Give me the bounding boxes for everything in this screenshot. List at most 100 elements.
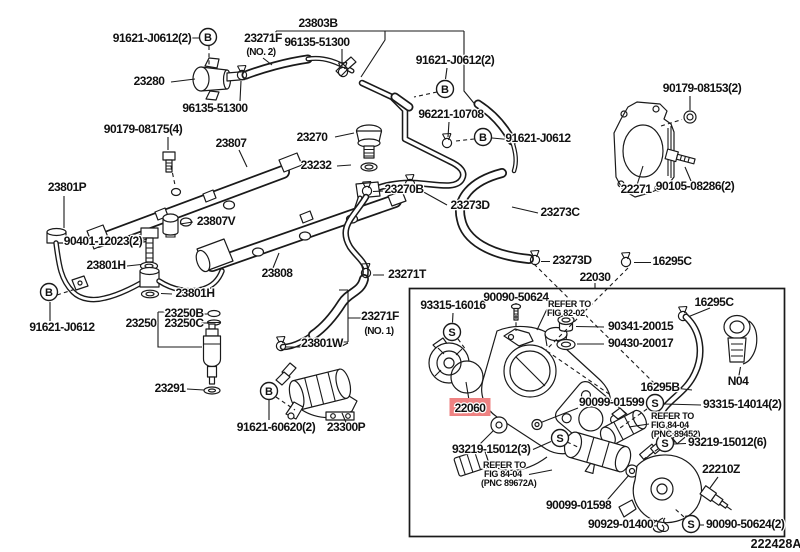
part-label-91621-60620-2-[interactable]: 91621-60620(2): [236, 419, 318, 435]
part-label-23801W[interactable]: 23801W: [300, 335, 346, 351]
part-label--NO-2-: (NO. 2): [246, 47, 275, 58]
part-label-90401-12023-2-[interactable]: 90401-12023(2): [63, 233, 145, 249]
throttle-position-sensor-art: [428, 337, 484, 394]
part-label-90090-50624[interactable]: 90090-50624: [482, 289, 551, 305]
part-label-90179-08153-2-[interactable]: 90179-08153(2): [662, 80, 744, 96]
dashed-lines: [56, 46, 685, 518]
grommet-washer-art: [531, 314, 639, 478]
hose-16295b-art: [656, 313, 704, 435]
callout-letter: B: [265, 386, 273, 398]
part-label-23232[interactable]: 23232: [299, 157, 334, 173]
part-label-96221-10708[interactable]: 96221-10708: [417, 106, 486, 122]
part-label-90105-08286-2-[interactable]: 90105-08286(2): [655, 178, 737, 194]
part-label-16295C[interactable]: 16295C: [651, 253, 694, 269]
part-label-23250C[interactable]: 23250C: [163, 315, 206, 331]
distributor-assembly-art: [618, 427, 703, 533]
part-label-90929-01400[interactable]: 90929-01400: [587, 516, 656, 532]
part-label-23807[interactable]: 23807: [214, 135, 249, 151]
callout-letter: S: [448, 327, 455, 339]
part-label-22030[interactable]: 22030: [578, 269, 613, 285]
sensor-22210z-art: [699, 485, 732, 511]
highlight-box-22060: [449, 398, 491, 416]
callout-B-4: B: [259, 381, 279, 401]
part-label-90430-20017[interactable]: 90430-20017: [607, 335, 676, 351]
callout-B-1: B: [435, 79, 455, 99]
part-label-23807V[interactable]: 23807V: [196, 213, 238, 229]
part-label--PNC-89452-: (PNC 89452): [651, 429, 701, 439]
part-label-90341-20015[interactable]: 90341-20015: [607, 318, 676, 334]
part-label-23803B[interactable]: 23803B: [297, 15, 340, 31]
callout-letter: S: [651, 398, 658, 410]
part-label--NO-1-: (NO. 1): [364, 326, 393, 337]
callout-letter: B: [479, 132, 487, 144]
part-label-23271F[interactable]: 23271F: [360, 308, 401, 324]
throttle-gasket-22271-art: [613, 101, 697, 198]
part-label-91621-J0612-2-[interactable]: 91621-J0612(2): [112, 30, 194, 46]
fuel-damper-art: [162, 213, 179, 238]
part-label-90099-01598[interactable]: 90099-01598: [545, 497, 614, 513]
callout-letter: B: [204, 32, 212, 44]
part-label-16295B[interactable]: 16295B: [639, 379, 682, 395]
part-label-23271F[interactable]: 23271F: [243, 30, 284, 46]
part-label-23250[interactable]: 23250: [124, 315, 159, 331]
part-label-23273D[interactable]: 23273D: [551, 252, 594, 268]
callout-letter: B: [45, 287, 53, 299]
part-label-22271[interactable]: 22271: [619, 181, 654, 197]
part-label-93315-16016[interactable]: 93315-16016: [419, 297, 488, 313]
part-label-REFER-TO: REFER TO: [548, 299, 591, 309]
callout-B-0: B: [198, 27, 218, 47]
part-label-90090-50624-2-[interactable]: 90090-50624(2): [705, 516, 787, 532]
hose-23273c-art: [455, 168, 534, 264]
part-label--PNC-89672A-: (PNC 89672A): [481, 478, 537, 488]
part-label-23271T[interactable]: 23271T: [387, 266, 429, 282]
fuel-hose-right-art: [473, 99, 518, 174]
bracket-8202-art: [503, 328, 534, 347]
leader-lines: [49, 37, 742, 527]
part-label-23270[interactable]: 23270: [295, 129, 330, 145]
cold-start-injector-art: [275, 362, 358, 421]
callout-letter: S: [687, 519, 694, 531]
part-label-90179-08175-4-[interactable]: 90179-08175(4): [103, 121, 185, 137]
callout-S-8: S: [550, 428, 570, 448]
part-label-REFER-TO: REFER TO: [651, 411, 694, 421]
part-label-23291[interactable]: 23291: [153, 380, 188, 396]
hook-90929-art: [652, 519, 665, 533]
part-label-91621-J0612-2-[interactable]: 91621-J0612(2): [415, 52, 497, 68]
fuel-rail-front-art: [86, 152, 303, 250]
isc-valve-art: [563, 431, 632, 475]
pressure-regulator-art: [192, 57, 246, 101]
inset-box: [408, 287, 786, 538]
part-label-23280[interactable]: 23280: [132, 73, 167, 89]
part-label-91621-J0612[interactable]: 91621-J0612: [28, 319, 97, 335]
part-label-90099-01599[interactable]: 90099-01599: [578, 394, 647, 410]
part-label-93219-15012-6-[interactable]: 93219-15012(6): [687, 434, 769, 450]
part-label-FIG-84-04: FIG 84-04: [484, 469, 522, 479]
part-label-23250B[interactable]: 23250B: [163, 305, 206, 321]
part-label-23273D[interactable]: 23273D: [449, 197, 492, 213]
part-label-23801H[interactable]: 23801H: [85, 257, 127, 273]
part-label-96135-51300[interactable]: 96135-51300: [181, 100, 250, 116]
part-label-96135-51300[interactable]: 96135-51300: [283, 34, 352, 50]
part-label-23801P[interactable]: 23801P: [47, 179, 89, 195]
idle-actuator-art: [599, 407, 648, 447]
callout-letter: B: [441, 84, 449, 96]
part-label-93219-15012-3-[interactable]: 93219-15012(3): [451, 441, 533, 457]
part-label-23273C[interactable]: 23273C: [539, 204, 582, 220]
part-label-22210Z[interactable]: 22210Z: [701, 461, 742, 477]
fuel-tube-main-art: [358, 79, 467, 195]
part-label-N04[interactable]: N04: [727, 373, 751, 389]
part-label-23801H[interactable]: 23801H: [174, 285, 216, 301]
callout-S-5: S: [442, 322, 462, 342]
part-label-REFER-TO: REFER TO: [483, 460, 526, 470]
part-label-23300P[interactable]: 23300P: [326, 419, 368, 435]
part-label-23270B[interactable]: 23270B: [383, 181, 426, 197]
part-label-93315-14014-2-[interactable]: 93315-14014(2): [702, 396, 784, 412]
part-label-91621-J0612[interactable]: 91621-J0612: [504, 130, 573, 146]
part-label-22060[interactable]: 22060: [453, 400, 488, 416]
part-label-23808[interactable]: 23808: [260, 265, 295, 281]
part-label-16295C[interactable]: 16295C: [693, 294, 736, 310]
